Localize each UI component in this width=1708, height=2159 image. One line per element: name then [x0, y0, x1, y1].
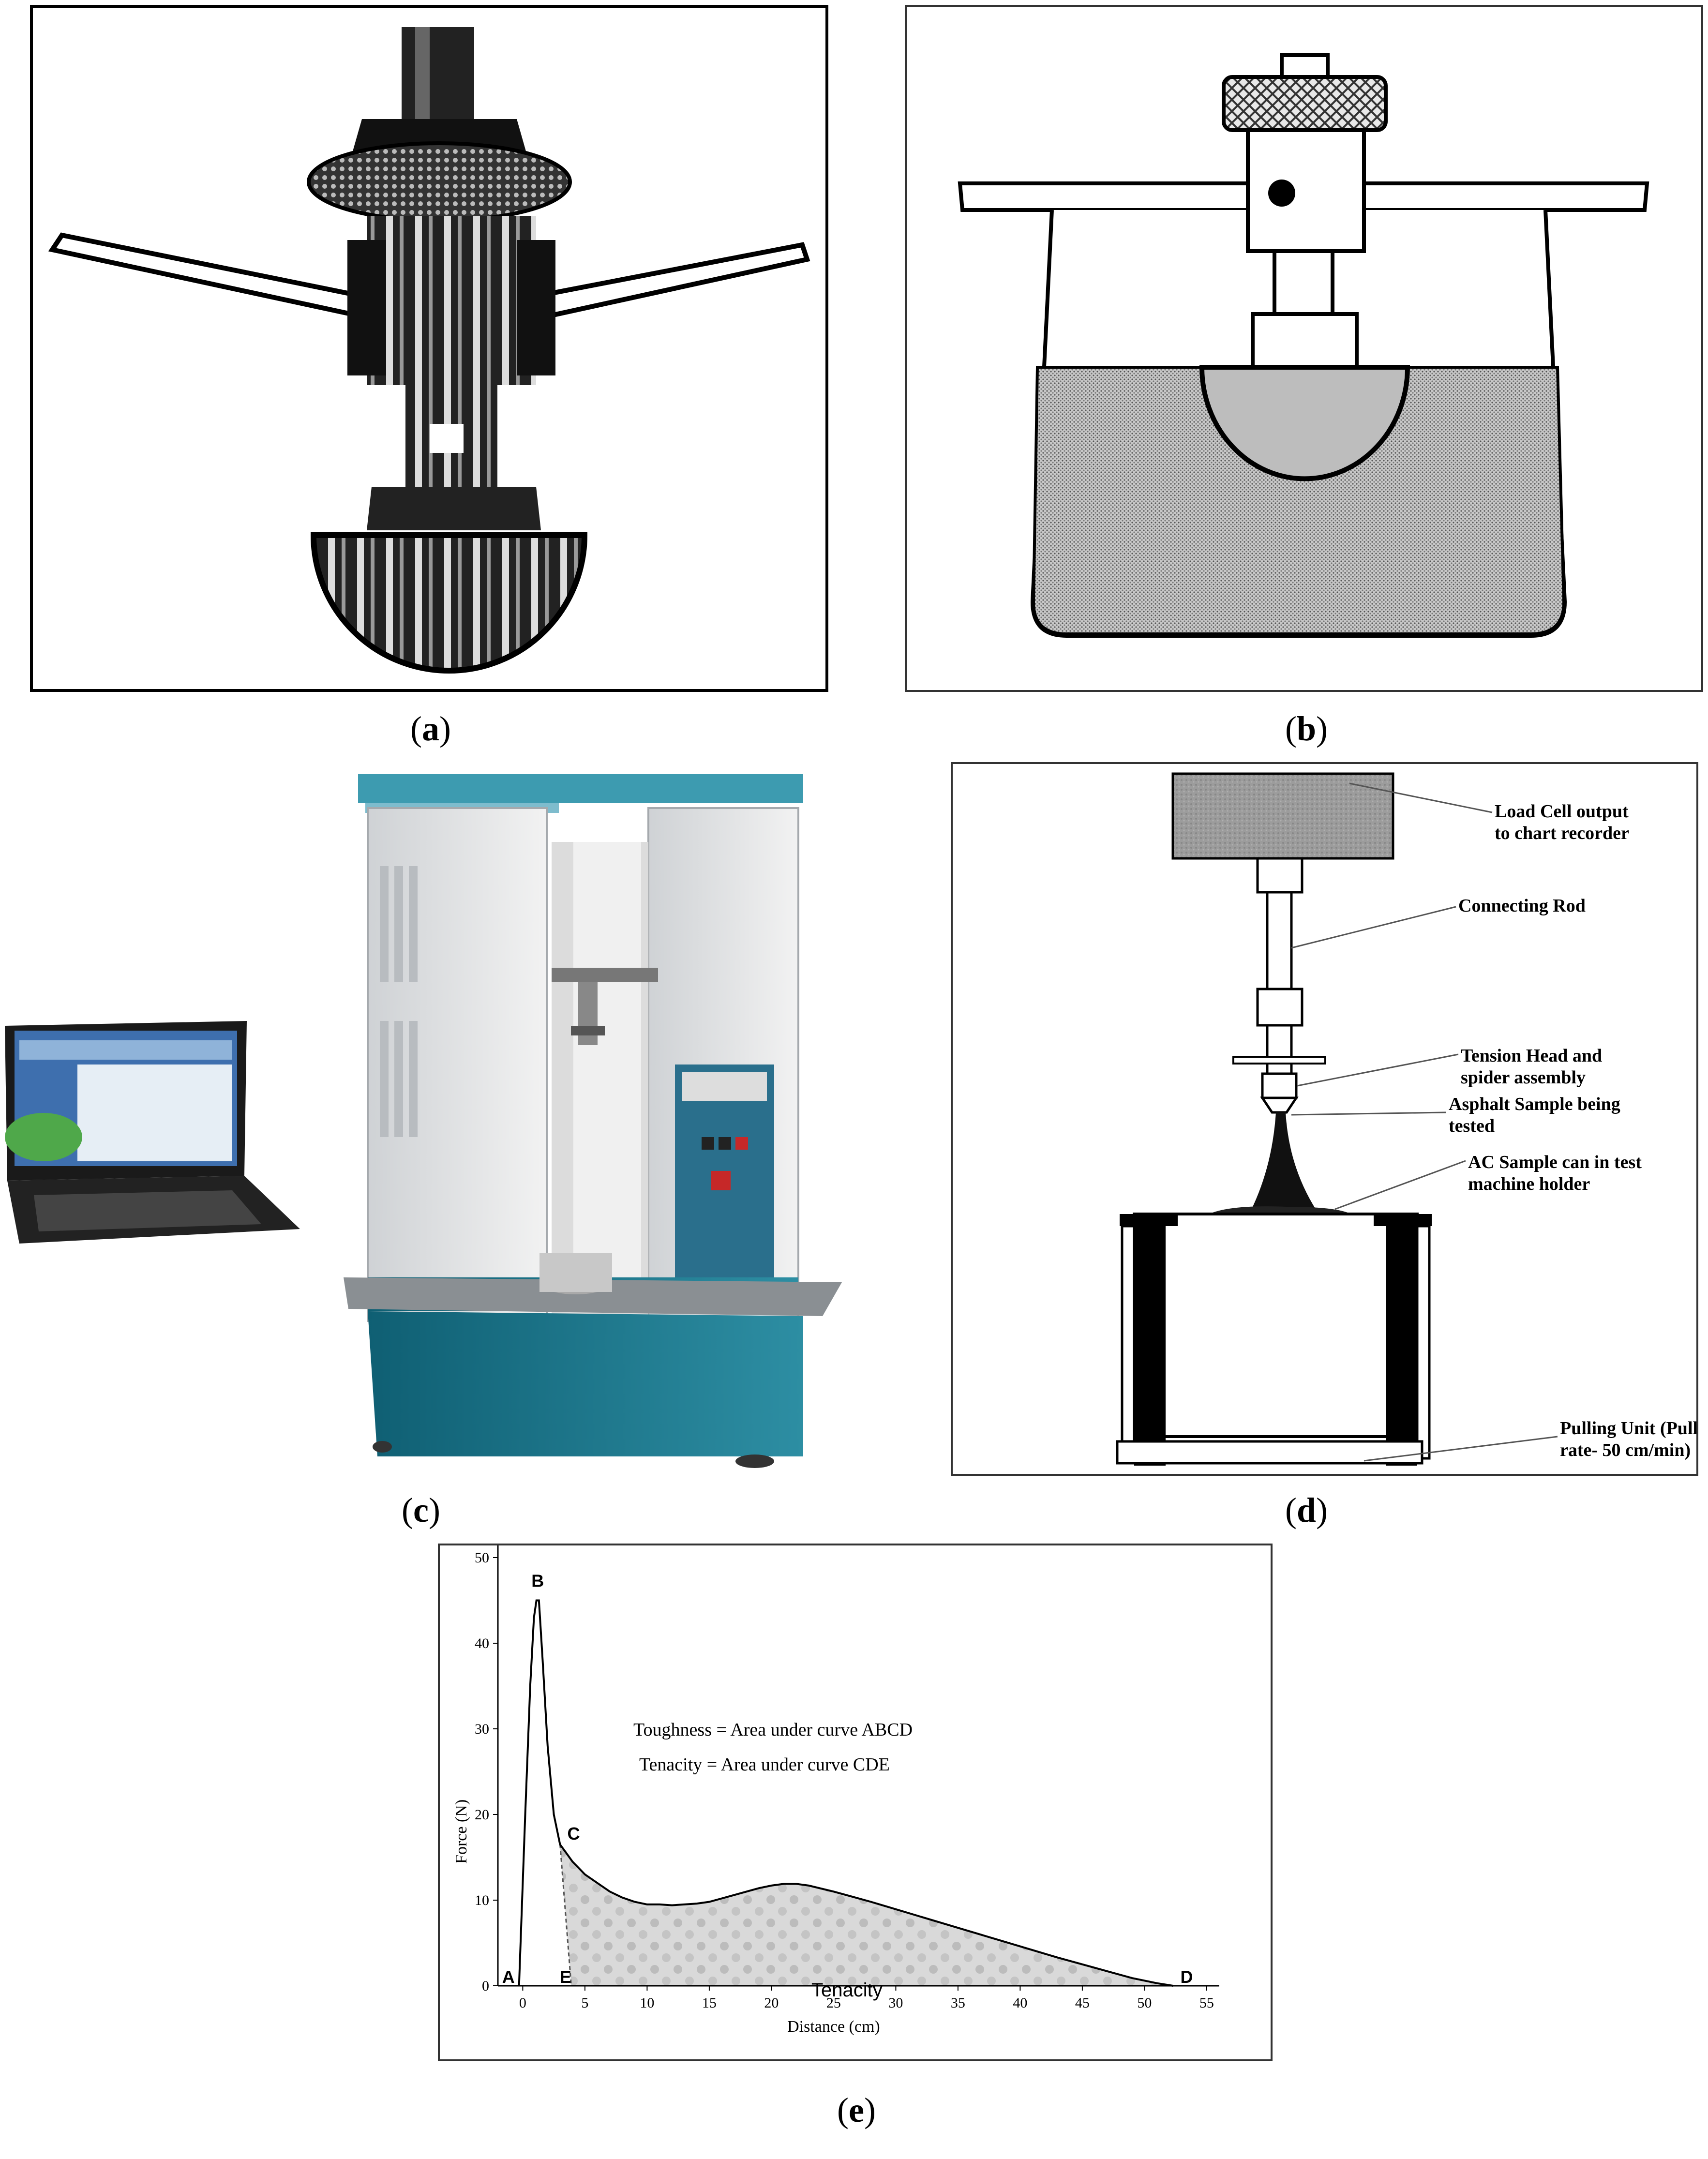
sample-container-diagram: [958, 53, 1649, 638]
point-label-e: E: [560, 1967, 571, 1987]
label-connecting-rod: Connecting Rod: [1458, 896, 1586, 916]
tenacity-area: [560, 1844, 1173, 1986]
force-curve: [518, 1599, 1173, 1987]
x-tick-label: 25: [826, 1995, 841, 2011]
label-ac-sample-1: AC Sample can in test: [1468, 1152, 1642, 1172]
x-tick-label: 50: [1137, 1995, 1152, 2011]
y-tick-label: 10: [475, 1892, 489, 1908]
point-label-a: A: [502, 1967, 515, 1987]
label-load-cell-2: to chart recorder: [1495, 823, 1629, 843]
tenacity-annotation: Tenacity = Area under curve CDE: [639, 1754, 890, 1775]
panel-d-diagram: Load Cell output to chart recorder Conne…: [951, 762, 1698, 1476]
ductility-testing-machine-photo: [5, 774, 842, 1468]
x-tick-label: 20: [764, 1995, 779, 2011]
label-tension-head-1: Tension Head and: [1461, 1046, 1602, 1066]
y-tick-label: 40: [475, 1635, 489, 1651]
laptop-image: [5, 1021, 300, 1244]
point-label-b: B: [531, 1571, 544, 1591]
label-pulling-unit-2: rate- 50 cm/min): [1560, 1440, 1691, 1460]
x-tick-label: 45: [1075, 1995, 1090, 2011]
caption-e: (e): [837, 2091, 876, 2129]
force-distance-chart: 0 5 10 15 20 25 30 35 40 45 50 55 0 10 20 30 40 50Distanc…: [452, 1540, 1219, 2036]
x-tick-label: 0: [519, 1995, 526, 2011]
point-label-d: D: [1181, 1967, 1193, 1987]
tenacity-fill-label: Tenacity: [811, 1979, 883, 2001]
force-ductility-setup-diagram: Load Cell output to chart recorder Conne…: [1116, 772, 1698, 1466]
label-asphalt-sample-2: tested: [1449, 1116, 1495, 1136]
x-tick-label: 35: [951, 1995, 965, 2011]
x-tick-label: 40: [1013, 1995, 1027, 2011]
x-tick-label: 15: [702, 1995, 717, 2011]
y-tick-label: 50: [475, 1550, 489, 1566]
label-pulling-unit-1: Pulling Unit (Pull: [1560, 1418, 1696, 1439]
x-tick-label: 10: [640, 1995, 654, 2011]
caption-b: (b): [1285, 709, 1328, 748]
y-axis-label: Force (N): [452, 1799, 470, 1864]
caption-a: (a): [410, 709, 451, 748]
y-tick-label: 0: [482, 1978, 489, 1994]
y-tick-label: 30: [475, 1721, 489, 1737]
x-tick-label: 5: [581, 1995, 588, 2011]
load-cell: [1171, 772, 1394, 860]
x-axis-label: Distance (cm): [787, 2018, 880, 2036]
toughness-annotation: Toughness = Area under curve ABCD: [633, 1720, 913, 1740]
point-label-c: C: [568, 1824, 580, 1844]
panel-c-photo: [0, 769, 852, 1476]
label-asphalt-sample-1: Asphalt Sample being: [1449, 1094, 1620, 1114]
caption-d: (d): [1285, 1491, 1328, 1529]
panel-a-image: [30, 5, 828, 692]
y-tick-label: 20: [475, 1807, 489, 1823]
tension-head-drawing: [48, 27, 810, 674]
x-tick-label: 55: [1199, 1995, 1214, 2011]
c-e-dashed-line: [559, 1844, 572, 1986]
label-tension-head-2: spider assembly: [1461, 1067, 1586, 1088]
panel-b-diagram: [905, 5, 1703, 692]
label-ac-sample-2: machine holder: [1468, 1174, 1590, 1194]
label-load-cell-1: Load Cell output: [1495, 801, 1629, 822]
x-tick-label: 30: [888, 1995, 903, 2011]
caption-c: (c): [402, 1491, 440, 1529]
